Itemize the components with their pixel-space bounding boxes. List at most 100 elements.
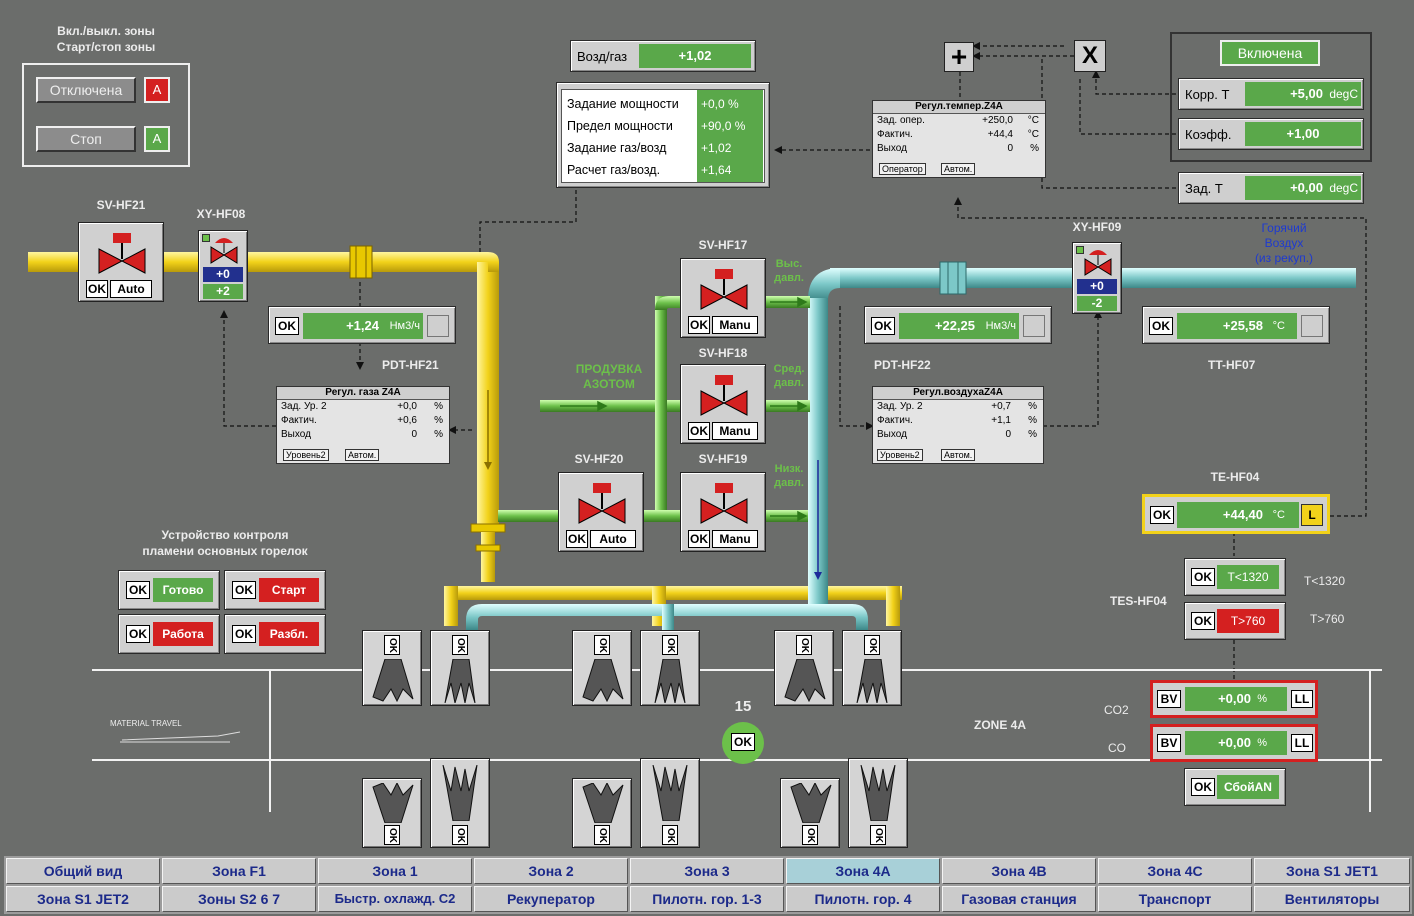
temp-regulator-panel[interactable]: Регул.темпер.Z4A Зад. опер.+250,0°C Факт… [872, 100, 1046, 178]
pdt-hf22-tag: PDT-HF22 [874, 358, 931, 372]
valve-mode-button[interactable]: Manu [712, 316, 758, 334]
te-hf04-unit: °C [1272, 509, 1285, 521]
power-row-value: +90,0 % [701, 119, 746, 133]
xy-hf09-tag: XY-HF09 [1072, 220, 1122, 234]
actuator-xy-hf09[interactable]: +0 -2 [1072, 242, 1122, 314]
tab-zone-f1[interactable]: Зона F1 [162, 858, 316, 884]
burner-bottom[interactable]: OK [780, 778, 840, 848]
tab-zone-s1-jet2[interactable]: Зона S1 JET2 [6, 886, 160, 912]
reg-row-unit: °C [1027, 129, 1039, 140]
valve-sv-hf20[interactable]: OK Auto [558, 472, 644, 552]
flame-ready-panel[interactable]: OK Готово [118, 570, 220, 610]
valve-sv-hf19[interactable]: OK Manu [680, 472, 766, 552]
valve-sv-hf18[interactable]: OK Manu [680, 364, 766, 444]
burner-bottom[interactable]: OK [848, 758, 908, 848]
tab-zone-3[interactable]: Зона 3 [630, 858, 784, 884]
valve-sv-hf21[interactable]: OK Auto [78, 222, 164, 302]
temp-regulator-title: Регул.темпер.Z4A [873, 101, 1045, 114]
reg-row-label: Выход [877, 429, 907, 440]
tab-gas-station[interactable]: Газовая станция [942, 886, 1096, 912]
co-field: +0,00% [1185, 731, 1287, 755]
auto-button[interactable]: Автом. [941, 163, 976, 175]
burner-bottom[interactable]: OK [362, 778, 422, 848]
tab-fans[interactable]: Вентиляторы [1254, 886, 1410, 912]
power-row-label: Задание газ/возд [567, 141, 667, 155]
corr-t-unit: degC [1329, 87, 1358, 101]
flame-start[interactable]: Старт [259, 578, 319, 602]
zone-run-mode[interactable]: A [144, 126, 170, 152]
tab-zones-s2-6-7[interactable]: Зоны S2 6 7 [162, 886, 316, 912]
flame-icon [582, 783, 624, 823]
zone-state-mode[interactable]: A [144, 77, 170, 103]
gas-regulator-panel[interactable]: Регул. газа Z4A Зад. Ур. 2+0,0% Фактич.+… [276, 386, 450, 464]
level2-button[interactable]: Уровень2 [283, 449, 329, 461]
coeff-panel[interactable]: Коэфф. +1,00 [1178, 118, 1364, 150]
auto-button[interactable]: Автом. [941, 449, 976, 461]
burner-ok: OK [662, 825, 678, 845]
air-flow-ok: OK [871, 317, 895, 335]
corr-t-value: +5,00 [1290, 86, 1323, 101]
burner-bottom[interactable]: OK [572, 778, 632, 848]
burner-bottom[interactable]: OK [640, 758, 700, 848]
tab-recuperator[interactable]: Рекуператор [474, 886, 628, 912]
valve-mode-button[interactable]: Auto [110, 280, 152, 298]
burner-top[interactable]: OK [362, 630, 422, 706]
flame-unlock-panel[interactable]: OK Разбл. [224, 614, 326, 654]
burner-top[interactable]: OK [572, 630, 632, 706]
zone-state-button[interactable]: Отключена [36, 77, 136, 103]
reg-row-unit: % [434, 415, 443, 426]
analyzer-fault-panel[interactable]: OK СбойAN [1184, 768, 1286, 806]
flame-run-panel[interactable]: OK Работа [118, 614, 220, 654]
tab-zone-4a[interactable]: Зона 4A [786, 858, 940, 884]
tes-high-value: T<1320 [1217, 565, 1279, 589]
burner-top[interactable]: OK [640, 630, 700, 706]
te-hf04-panel[interactable]: OK +44,40°C L [1142, 494, 1330, 534]
tes-high-panel[interactable]: OK T<1320 [1184, 558, 1286, 596]
valve-mode-button[interactable]: Auto [590, 530, 636, 548]
tab-zone-s1-jet1[interactable]: Зона S1 JET1 [1254, 858, 1410, 884]
tab-rapid-cooling-c2[interactable]: Быстр. охлажд. С2 [318, 886, 472, 912]
tt-hf07-panel[interactable]: OK +25,58°C [1142, 306, 1330, 344]
auto-button[interactable]: Автом. [345, 449, 380, 461]
tes-low-panel[interactable]: OK T>760 [1184, 602, 1286, 640]
tab-zone-4c[interactable]: Зона 4C [1098, 858, 1252, 884]
air-regulator-panel[interactable]: Регул.воздухаZ4A Зад. Ур. 2+0,7% Фактич.… [872, 386, 1044, 464]
operator-button[interactable]: Оператор [879, 163, 926, 175]
sv-hf20-tag: SV-HF20 [574, 452, 624, 466]
burner-top[interactable]: OK [430, 630, 490, 706]
tab-overview[interactable]: Общий вид [6, 858, 160, 884]
tab-pilot-burners-4[interactable]: Пилотн. гор. 4 [786, 886, 940, 912]
tab-zone-2[interactable]: Зона 2 [474, 858, 628, 884]
burner-top[interactable]: OK [774, 630, 834, 706]
burner-top[interactable]: OK [842, 630, 902, 706]
valve-mode-button[interactable]: Manu [712, 422, 758, 440]
tab-zone-4b[interactable]: Зона 4B [942, 858, 1096, 884]
zad-t-value: +0,00 [1290, 180, 1323, 195]
co2-panel[interactable]: BV +0,00% LL [1150, 680, 1318, 718]
co-panel[interactable]: BV +0,00% LL [1150, 724, 1318, 762]
valve-sv-hf17[interactable]: OK Manu [680, 258, 766, 338]
co-unit: % [1257, 737, 1267, 749]
zone-stop-button[interactable]: Стоп [36, 126, 136, 152]
level2-button[interactable]: Уровень2 [877, 449, 923, 461]
valve-icon [700, 483, 748, 524]
flame-icon [442, 765, 478, 821]
zone-status-indicator[interactable]: Включена [1220, 40, 1320, 66]
tab-zone-1[interactable]: Зона 1 [318, 858, 472, 884]
actuator-xy-hf08[interactable]: +0 +2 [198, 230, 248, 302]
tab-pilot-burners-1-3[interactable]: Пилотн. гор. 1-3 [630, 886, 784, 912]
tab-transport[interactable]: Транспорт [1098, 886, 1252, 912]
valve-mode-button[interactable]: Manu [712, 530, 758, 548]
burner-bottom[interactable]: OK [430, 758, 490, 848]
valve-ok-status: OK [688, 530, 710, 548]
flame-unlock[interactable]: Разбл. [259, 622, 319, 646]
flame-icon [444, 659, 476, 703]
tes-low-value: T>760 [1217, 609, 1279, 633]
flame-start-panel[interactable]: OK Старт [224, 570, 326, 610]
tes-hf04-tag: TES-HF04 [1110, 594, 1167, 608]
burner-ok: OK [870, 825, 886, 845]
